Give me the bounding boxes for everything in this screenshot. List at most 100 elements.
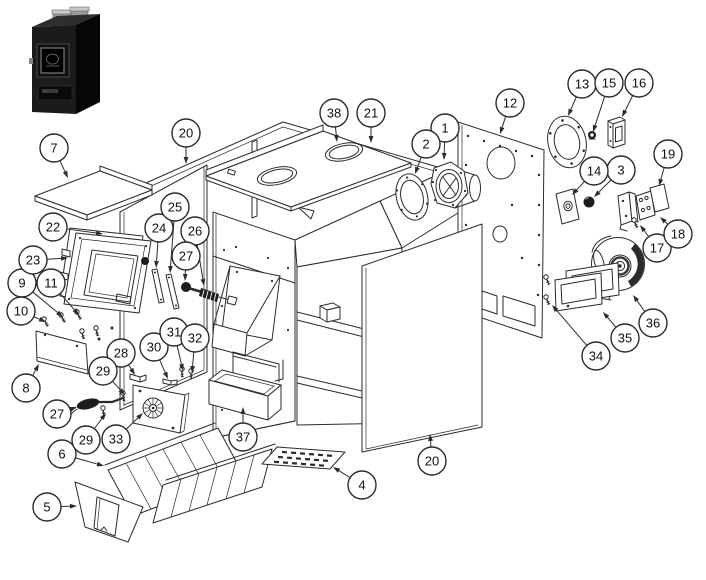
callout-leader-7 <box>59 160 66 172</box>
callout-number-28: 28 <box>114 346 128 361</box>
callout-arrowhead-7 <box>62 170 68 178</box>
callout-leader-34 <box>556 309 588 346</box>
callout-arrowhead-12 <box>499 126 505 134</box>
callout-20-bottom: 20 <box>417 434 447 476</box>
callout-arrowhead-23 <box>60 256 68 261</box>
product-photo <box>29 6 100 114</box>
part-knob-3 <box>583 196 595 208</box>
callout-arrowhead-22 <box>95 230 103 236</box>
part-hinge-24 <box>151 268 165 304</box>
callout-arrowhead-3 <box>594 190 601 197</box>
callout-leader-36 <box>636 300 646 312</box>
callout-19: 19 <box>653 139 683 186</box>
callout-leader-28 <box>128 364 132 370</box>
collar-opening-left <box>256 166 298 186</box>
callout-number-23: 23 <box>26 253 40 268</box>
callout-arrowhead-35 <box>603 312 610 319</box>
callout-leader-11 <box>59 293 75 311</box>
callout-circle-29-lower <box>71 425 101 455</box>
part-hinge-25 <box>165 273 180 310</box>
callout-arrowhead-34 <box>552 305 559 312</box>
part-latch-27 <box>181 282 238 306</box>
callout-arrowhead-30 <box>162 371 168 379</box>
door-label <box>40 47 65 74</box>
callout-circle-33 <box>101 424 131 454</box>
callout-arrowhead-14 <box>572 188 579 195</box>
callout-circle-36 <box>638 308 668 338</box>
callout-arrowhead-1 <box>441 152 447 160</box>
callout-number-34: 34 <box>589 349 603 364</box>
callout-circle-37 <box>228 422 258 452</box>
callout-arrowhead-32 <box>190 365 195 373</box>
callout-number-31: 31 <box>167 325 181 340</box>
callout-arrowhead-15 <box>592 124 598 132</box>
callout-arrowhead-10 <box>38 316 46 322</box>
callout-7: 7 <box>39 133 69 178</box>
door-latch <box>29 58 33 64</box>
callout-circle-30 <box>139 332 169 362</box>
callout-1: 1 <box>430 113 460 160</box>
callout-arrowhead-29-lower <box>99 413 106 421</box>
callout-arrowhead-38 <box>333 134 339 142</box>
callout-circle-4 <box>347 470 377 500</box>
callout-circle-22 <box>38 212 68 242</box>
callout-35: 35 <box>603 312 640 353</box>
callout-leader-19 <box>660 167 665 180</box>
callout-arrowhead-27-upper <box>182 273 188 281</box>
callout-leader-15 <box>594 96 606 126</box>
callout-number-20-top: 20 <box>179 126 193 141</box>
callout-leader-30 <box>159 359 166 373</box>
part-hopper <box>211 265 281 357</box>
callout-arrowhead-25 <box>168 265 173 273</box>
callout-number-33: 33 <box>109 432 123 447</box>
callout-circle-28 <box>106 338 136 368</box>
part-panel-8 <box>35 330 89 375</box>
callout-arrowhead-4 <box>333 467 341 473</box>
callout-number-4: 4 <box>358 478 365 493</box>
callout-leader-35 <box>607 317 617 328</box>
fan-wheel <box>142 397 164 419</box>
callout-number-8: 8 <box>22 381 29 396</box>
callout-15: 15 <box>592 68 624 132</box>
callout-number-1: 1 <box>441 121 448 136</box>
callout-29-upper: 29 <box>88 356 125 395</box>
callout-6: 6 <box>47 439 104 469</box>
callout-leader-31 <box>176 345 182 365</box>
callout-arrowhead-37 <box>240 407 246 414</box>
callout-arrowhead-20-top <box>183 157 189 164</box>
callout-number-7: 7 <box>50 141 57 156</box>
callout-circle-8 <box>11 373 41 403</box>
part-plate-14 <box>555 188 580 225</box>
callout-leader-32 <box>192 351 195 367</box>
part-bracket-17 <box>617 191 639 232</box>
callout-circle-20-top <box>171 118 201 148</box>
callout-number-24: 24 <box>152 221 166 236</box>
callout-arrowhead-13 <box>568 108 574 116</box>
callout-leader-12 <box>501 116 507 128</box>
part-frame-35 <box>554 262 620 312</box>
callout-circle-27-upper <box>171 241 201 271</box>
part-clip-30 <box>162 378 178 386</box>
callout-30: 30 <box>139 332 169 379</box>
part-top-panel-21 <box>205 124 412 212</box>
callout-leader-2 <box>416 156 422 168</box>
callout-24: 24 <box>144 213 174 268</box>
callout-circle-15 <box>594 68 624 98</box>
callout-arrowhead-2 <box>415 166 420 174</box>
callout-circle-1 <box>430 113 460 143</box>
callout-circle-27-lower <box>42 399 72 429</box>
callout-20-top: 20 <box>171 118 201 164</box>
callout-number-2: 2 <box>422 137 429 152</box>
callout-circle-21 <box>356 98 386 128</box>
part-clip-28 <box>129 373 147 383</box>
callout-22: 22 <box>38 212 103 242</box>
flue-cap-left <box>51 9 72 15</box>
ash-door-handle <box>42 89 58 93</box>
callout-arrowhead-36 <box>633 295 640 303</box>
callout-4: 4 <box>333 467 377 500</box>
callout-leader-8 <box>32 369 37 376</box>
callout-arrowhead-16 <box>622 109 628 117</box>
callout-circle-23 <box>18 245 48 275</box>
callout-leader-17 <box>643 230 650 238</box>
callout-circle-32 <box>180 323 210 353</box>
